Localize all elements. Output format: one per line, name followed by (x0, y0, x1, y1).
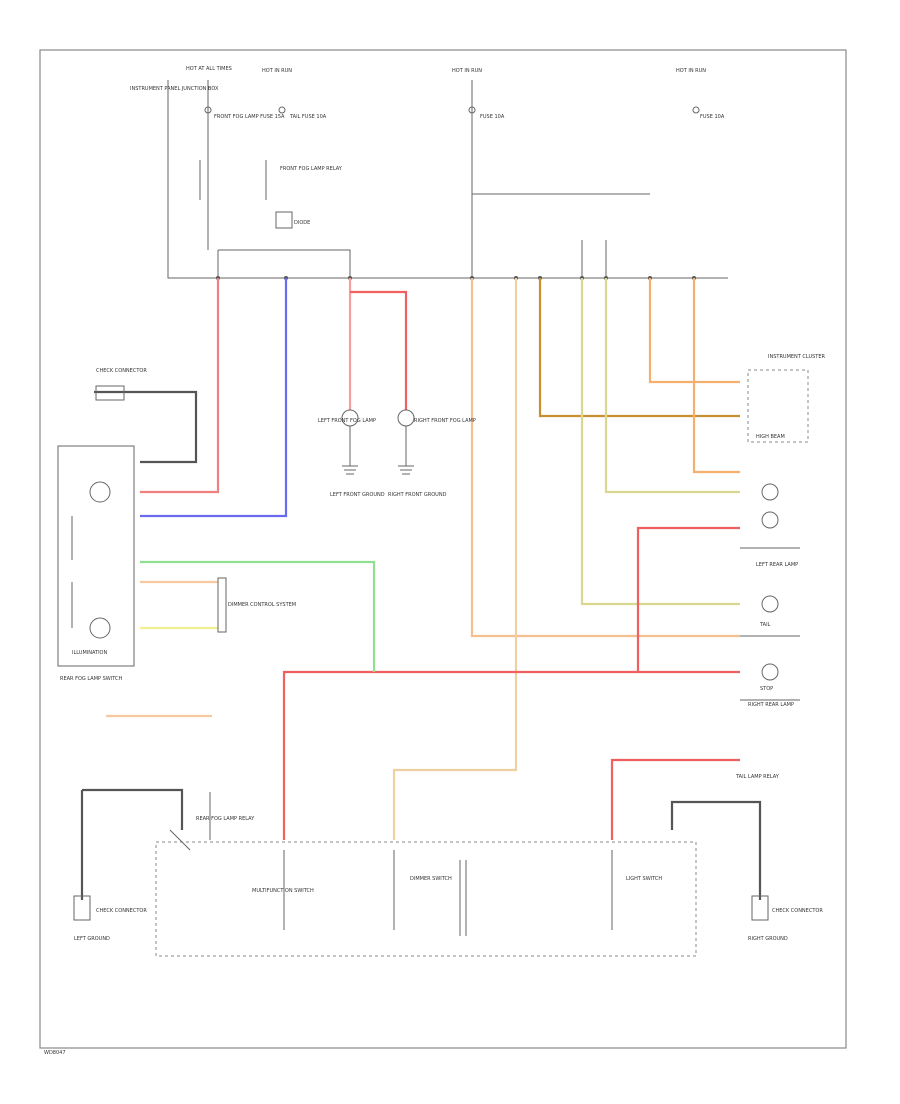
footer-code: WD8047 (44, 1050, 66, 1056)
label-light-switch: LIGHT SWITCH (626, 876, 662, 882)
label-right-ground-bottom: RIGHT GROUND (748, 936, 788, 942)
illumination-lamp-icon (89, 617, 111, 639)
fuse-icon (468, 106, 476, 114)
label-front-fog-fuse: FRONT FOG LAMP FUSE 15A (214, 114, 285, 120)
diagram-frame (39, 49, 847, 1049)
rear-fog-lamp-switch (57, 445, 135, 667)
label-rear-fog-lamp-switch: REAR FOG LAMP SWITCH (60, 676, 122, 682)
rear-lamp-icon (761, 663, 779, 681)
label-left-ground-bottom: LEFT GROUND (74, 936, 110, 942)
right-fog-lamp-icon (397, 409, 415, 427)
rear-lamp-icon (761, 511, 779, 529)
label-left-front-fog-lamp: LEFT FRONT FOG LAMP (318, 418, 376, 424)
label-hot-in-run-1: HOT IN RUN (262, 68, 292, 74)
label-tail-fuse: TAIL FUSE 10A (289, 114, 327, 120)
label-fuse-right: FUSE 10A (480, 114, 505, 120)
fuse-icon (204, 106, 212, 114)
rear-lamp-icon (761, 483, 779, 501)
label-dimmer-switch: DIMMER SWITCH (410, 876, 452, 882)
fuse-icon (692, 106, 700, 114)
label-tail: TAIL (759, 622, 771, 628)
label-front-fog-relay: FRONT FOG LAMP RELAY (280, 166, 343, 172)
multifunction-switch (155, 841, 697, 957)
label-instrument-cluster: INSTRUMENT CLUSTER (768, 354, 826, 360)
label-right-ground: RIGHT FRONT GROUND (388, 492, 447, 498)
label-illumination: ILLUMINATION (72, 650, 107, 656)
label-ip-junction-box: INSTRUMENT PANEL JUNCTION BOX (130, 86, 219, 92)
label-rear-fog-relay: REAR FOG LAMP RELAY (196, 816, 255, 822)
label-dimmer-control: DIMMER CONTROL SYSTEM (228, 602, 296, 608)
fuse-icon (278, 106, 286, 114)
label-hot-in-run-3: HOT IN RUN (676, 68, 706, 74)
label-right-rear-lamp: RIGHT REAR LAMP (748, 702, 794, 708)
instrument-cluster (747, 369, 809, 443)
label-high-beam: HIGH BEAM (756, 434, 785, 440)
label-stop: STOP (760, 686, 773, 692)
label-left-rear-lamp: LEFT REAR LAMP (756, 562, 798, 568)
label-check-connector-bottom-left: CHECK CONNECTOR (96, 908, 147, 914)
label-hot-in-run-2: HOT IN RUN (452, 68, 482, 74)
label-tail-lamp-relay: TAIL LAMP RELAY (735, 774, 780, 780)
rear-lamp-icon (761, 595, 779, 613)
label-right-front-fog-lamp: RIGHT FRONT FOG LAMP (414, 418, 476, 424)
label-check-connector-left: CHECK CONNECTOR (96, 368, 147, 374)
label-hot-at-all-times: HOT AT ALL TIMES (186, 66, 232, 72)
indicator-lamp-icon (89, 481, 111, 503)
label-left-ground: LEFT FRONT GROUND (330, 492, 385, 498)
label-diode: DIODE (294, 220, 310, 226)
label-multifunction: MULTIFUNCTION SWITCH (252, 888, 314, 894)
label-fuse-far-right: FUSE 10A (700, 114, 725, 120)
label-check-connector-bottom-right: CHECK CONNECTOR (772, 908, 823, 914)
